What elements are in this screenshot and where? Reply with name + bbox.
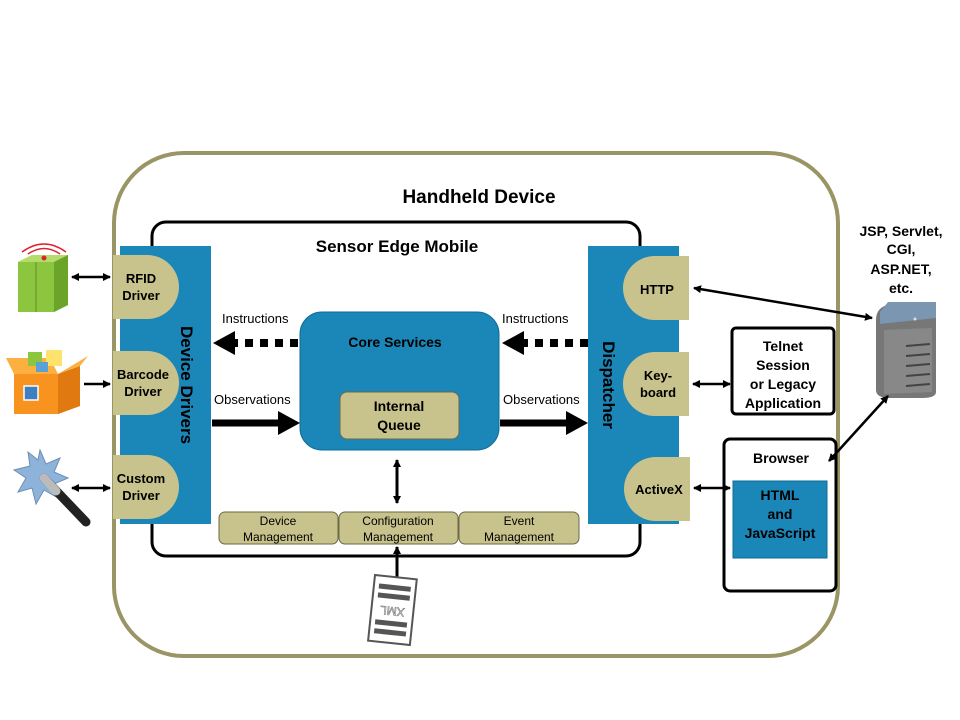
barcode-package-icon (6, 350, 88, 414)
observations-left-label: Observations (214, 392, 291, 407)
http-server-arrow (693, 285, 873, 321)
sensor-edge-mobile-title: Sensor Edge Mobile (316, 237, 478, 256)
svg-text:HTTP: HTTP (640, 282, 674, 297)
internal-queue-box[interactable] (339, 391, 460, 440)
internal-queue-label-1: Internal (374, 398, 425, 414)
svg-text:Driver: Driver (124, 384, 162, 399)
server-label: JSP, Servlet, CGI, ASP.NET, etc. (859, 223, 942, 296)
svg-text:JavaScript: JavaScript (745, 525, 816, 541)
svg-text:HTML: HTML (761, 487, 800, 503)
http-dispatcher[interactable]: HTTP (623, 256, 689, 320)
server-browser-arrow (828, 395, 889, 462)
custom-wand-icon (12, 448, 91, 527)
svg-text:ActiveX: ActiveX (635, 482, 683, 497)
svg-text:XML: XML (379, 603, 405, 620)
internal-queue-label-2: Queue (377, 417, 421, 433)
svg-text:ASP.NET,: ASP.NET, (870, 261, 931, 277)
rfid-tag-icon (18, 243, 68, 312)
svg-text:Driver: Driver (122, 288, 160, 303)
svg-text:Key-: Key- (644, 368, 672, 383)
svg-text:Driver: Driver (122, 488, 160, 503)
svg-text:Barcode: Barcode (117, 367, 169, 382)
svg-text:etc.: etc. (889, 280, 913, 296)
svg-text:Custom: Custom (117, 471, 165, 486)
instructions-right-arrow (502, 331, 588, 355)
custom-driver[interactable]: Custom Driver (113, 455, 179, 519)
keyboard-dispatcher[interactable]: Key- board (623, 352, 689, 416)
event-management[interactable]: Event Management (458, 511, 580, 545)
core-services-title: Core Services (348, 334, 442, 350)
svg-text:Session: Session (756, 357, 810, 373)
browser-box[interactable]: Browser HTML and JavaScript (722, 437, 838, 593)
handheld-device-title: Handheld Device (402, 187, 555, 208)
rfid-driver[interactable]: RFID Driver (113, 255, 179, 319)
telnet-legacy-box[interactable]: Telnet Session or Legacy Application (730, 326, 836, 416)
observations-right-arrow (500, 411, 588, 435)
svg-text:Device: Device (260, 514, 297, 528)
svg-text:Event: Event (504, 514, 535, 528)
instructions-left-label: Instructions (222, 311, 289, 326)
svg-text:board: board (640, 385, 676, 400)
html-javascript-box (732, 480, 828, 559)
dispatcher-label: Dispatcher (599, 341, 618, 429)
instructions-left-arrow (213, 331, 298, 355)
svg-text:Browser: Browser (753, 450, 810, 466)
observations-right-label: Observations (503, 392, 580, 407)
svg-text:or Legacy: or Legacy (750, 376, 816, 392)
observations-left-arrow (212, 411, 300, 435)
barcode-driver[interactable]: Barcode Driver (113, 351, 179, 415)
device-drivers-label: Device Drivers (177, 326, 196, 444)
configuration-management[interactable]: Configuration Management (338, 511, 459, 545)
svg-text:Management: Management (484, 530, 555, 544)
svg-text:Management: Management (243, 530, 314, 544)
svg-text:Configuration: Configuration (362, 514, 433, 528)
svg-text:and: and (768, 506, 793, 522)
svg-text:Management: Management (363, 530, 434, 544)
svg-text:Telnet: Telnet (763, 338, 804, 354)
svg-text:Application: Application (745, 395, 821, 411)
instructions-right-label: Instructions (502, 311, 569, 326)
svg-text:JSP, Servlet,: JSP, Servlet, (859, 223, 942, 239)
svg-text:CGI,: CGI, (887, 241, 916, 257)
xml-document-icon: XML (367, 573, 418, 647)
activex-dispatcher[interactable]: ActiveX (624, 457, 690, 521)
svg-text:RFID: RFID (126, 271, 156, 286)
server-icon (876, 302, 936, 398)
device-management[interactable]: Device Management (218, 511, 339, 545)
